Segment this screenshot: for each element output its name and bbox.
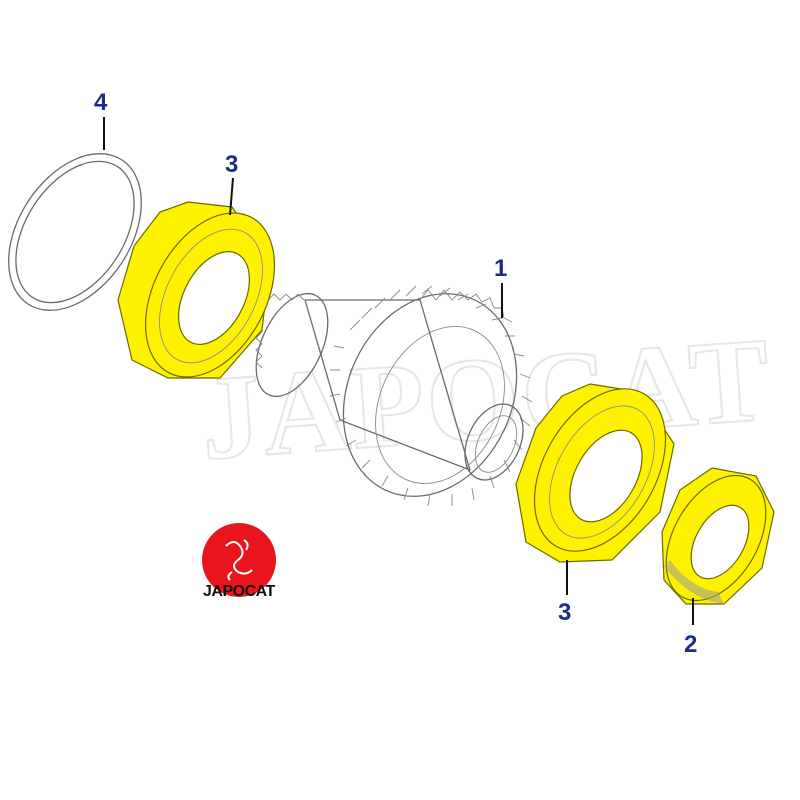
part-3-bearing-right — [515, 383, 675, 563]
logo-text: JAPOCAT — [203, 583, 275, 600]
japocat-logo: JAPOCAT — [202, 523, 276, 600]
leader-lines — [103, 117, 694, 625]
leader-3-left — [229, 177, 234, 216]
callout-4: 4 — [94, 89, 108, 116]
callout-2: 2 — [684, 631, 697, 658]
part-3-bearing-left — [117, 201, 276, 379]
callout-1: 1 — [494, 255, 507, 282]
part-1-countershaft-gear — [255, 285, 533, 507]
callout-3-left: 3 — [225, 151, 238, 178]
callout-3-right: 3 — [558, 599, 571, 626]
logo-emblem-icon — [225, 539, 253, 581]
part-2-oil-seal — [661, 467, 775, 605]
part-4-snap-ring — [8, 153, 142, 311]
